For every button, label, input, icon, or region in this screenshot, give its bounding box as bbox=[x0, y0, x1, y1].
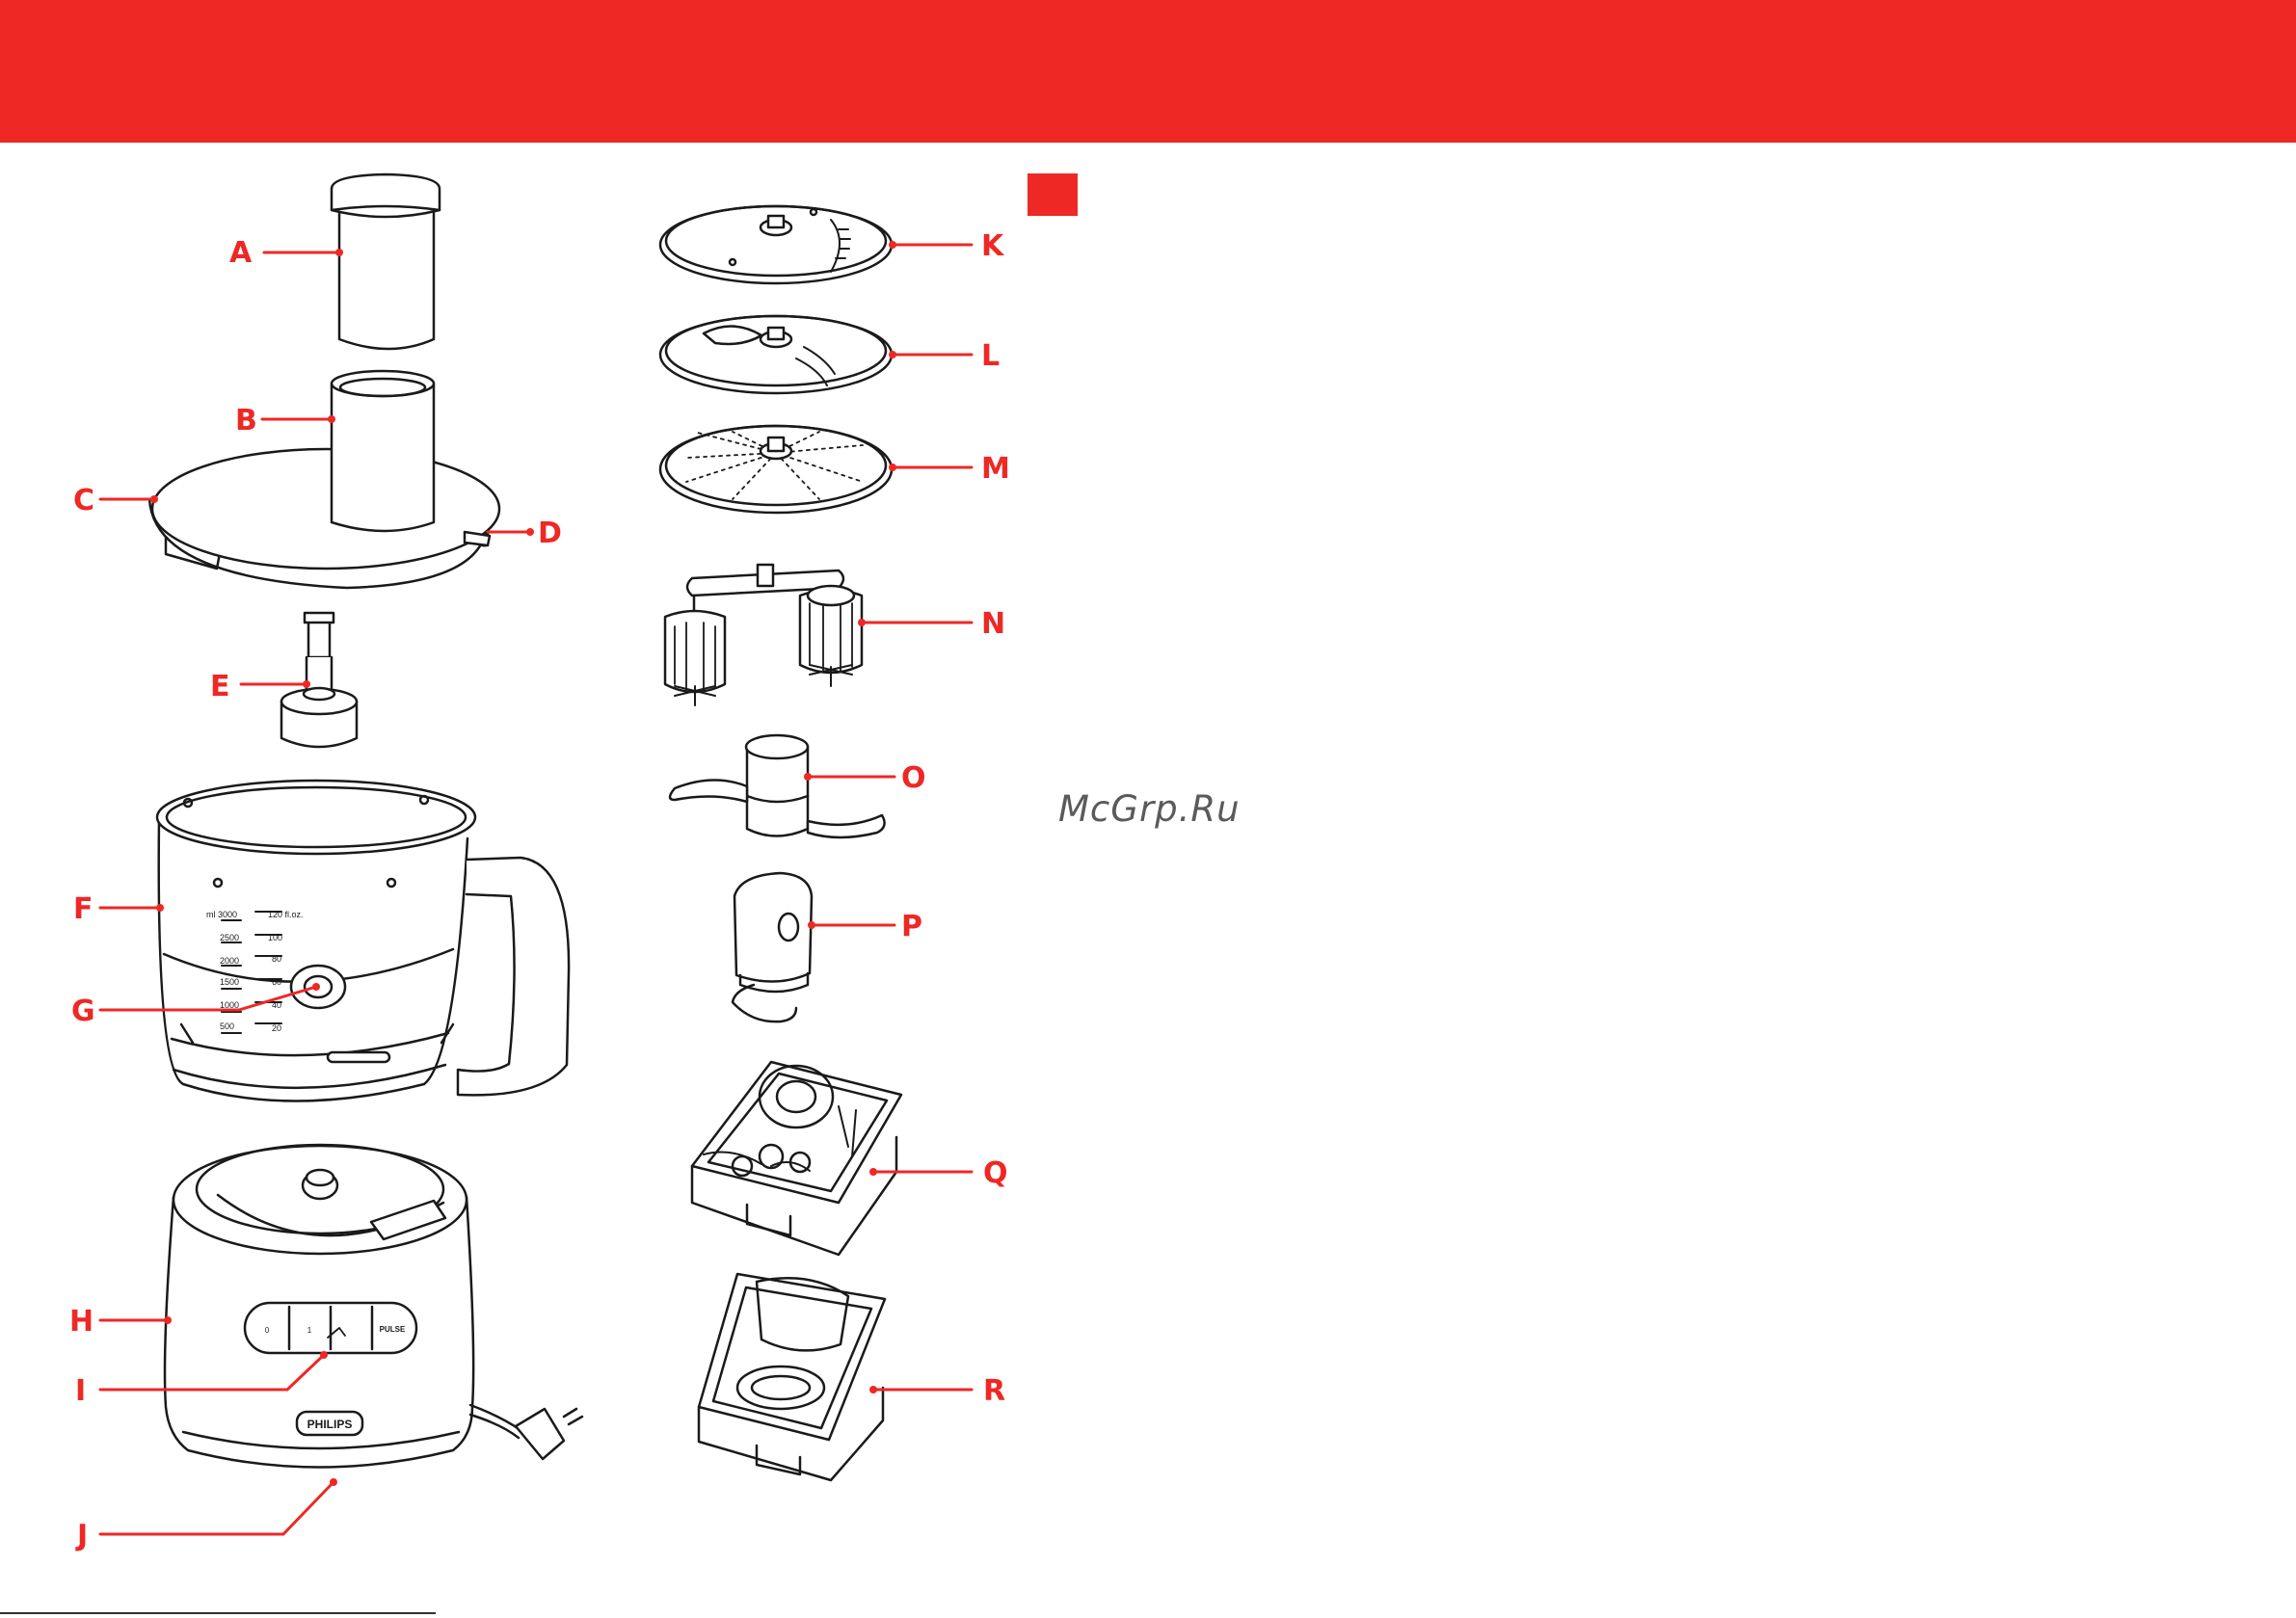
pusher-part bbox=[332, 174, 440, 349]
button-speed-1: 1 bbox=[307, 1326, 312, 1335]
label-a: A bbox=[229, 236, 253, 270]
label-n: N bbox=[981, 607, 1005, 641]
drive-shaft-part bbox=[281, 613, 357, 747]
watermark: McGrp.Ru bbox=[1058, 788, 1241, 830]
label-k: K bbox=[981, 229, 1005, 263]
label-l: L bbox=[981, 339, 1000, 373]
jug-scale-floz-3: 60 bbox=[272, 977, 281, 987]
label-c: C bbox=[73, 484, 94, 517]
grating-disc-part bbox=[660, 426, 892, 513]
button-pulse: PULSE bbox=[380, 1325, 406, 1334]
jug-scale-ml-0: ml 3000 bbox=[206, 910, 237, 919]
brand-plate: PHILIPS bbox=[307, 1418, 353, 1431]
label-p: P bbox=[901, 910, 922, 943]
jug-scale-floz-2: 80 bbox=[272, 954, 281, 964]
jug-scale-ml-2: 2000 bbox=[220, 956, 239, 966]
storage-box-part-2 bbox=[699, 1274, 885, 1480]
jug-scale-ml-3: 1500 bbox=[220, 977, 239, 987]
whisk-part bbox=[665, 565, 862, 705]
label-i: I bbox=[75, 1374, 86, 1408]
label-d: D bbox=[538, 517, 562, 550]
button-off: 0 bbox=[265, 1326, 270, 1335]
label-f: F bbox=[73, 892, 93, 926]
jug-scale-ml-1: 2500 bbox=[220, 933, 239, 942]
dough-tool-part bbox=[733, 873, 812, 1021]
lid-part bbox=[149, 371, 499, 588]
jug-scale-ml-5: 500 bbox=[220, 1021, 234, 1031]
footer-rule bbox=[0, 1612, 436, 1614]
jug-scale-floz-0: 120 fl.oz. bbox=[268, 910, 304, 919]
jug-scale-floz-5: 20 bbox=[272, 1023, 281, 1033]
label-e: E bbox=[210, 670, 230, 703]
label-o: O bbox=[901, 761, 926, 795]
jug-scale-ml-4: 1000 bbox=[220, 1000, 239, 1010]
chopping-blade-part bbox=[670, 735, 885, 837]
jug-scale-floz-4: 40 bbox=[272, 1000, 281, 1010]
label-j: J bbox=[75, 1519, 88, 1552]
slicing-disc-part bbox=[660, 206, 892, 283]
label-r: R bbox=[983, 1374, 1005, 1408]
shredding-disc-part bbox=[660, 316, 892, 393]
label-m: M bbox=[981, 452, 1010, 486]
label-q: Q bbox=[983, 1156, 1008, 1190]
storage-box-part bbox=[692, 1062, 901, 1255]
label-b: B bbox=[235, 404, 257, 438]
label-g: G bbox=[71, 995, 95, 1028]
jug-scale-floz-1: 100 bbox=[268, 933, 282, 942]
label-h: H bbox=[69, 1305, 93, 1339]
motor-unit-part bbox=[165, 1145, 582, 1468]
